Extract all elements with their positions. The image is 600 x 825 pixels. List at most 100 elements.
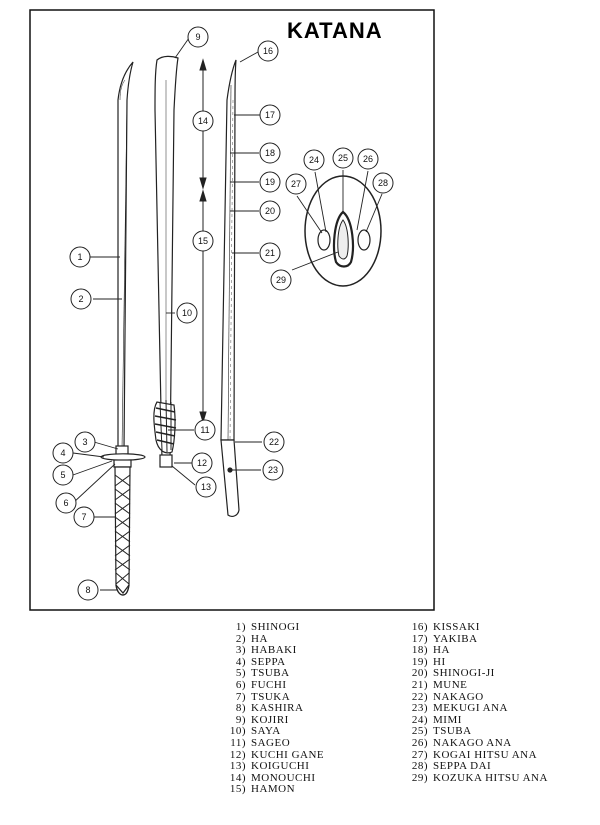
- legend-number: 2): [235, 632, 246, 645]
- legend-item: 16)KISSAKI: [395, 621, 548, 634]
- legend-label: KUCHI GANE: [251, 748, 325, 761]
- callout-circle-20: [259, 200, 281, 222]
- legend-number: 25): [411, 725, 428, 738]
- legend-item: 3)HABAKI: [213, 645, 324, 657]
- legend-number: 13): [229, 760, 246, 773]
- callout-number: 12: [197, 458, 207, 468]
- callout-circle-24: [303, 149, 325, 171]
- legend-label: SAGEO: [251, 736, 291, 749]
- callout-number: 5: [60, 470, 65, 480]
- callout-circle-29: [270, 269, 292, 291]
- legend-number: 24): [411, 713, 428, 726]
- callout-number: 19: [265, 177, 275, 187]
- legend-item: 1) SHINOGI: [213, 621, 324, 634]
- legend-number: 15): [229, 783, 246, 796]
- legend-item: 19)HI: [395, 655, 548, 669]
- callout-circle-5: [52, 464, 74, 486]
- callout-circle-16: [257, 40, 279, 62]
- callout-number: 29: [276, 275, 286, 285]
- callout-number: 20: [265, 206, 275, 216]
- callout-circle-27: [285, 173, 307, 195]
- legend-label: SEPPA DAI: [433, 760, 492, 773]
- callout-number: 26: [363, 154, 373, 164]
- callout-circle-22: [263, 431, 285, 453]
- legend-item: 20)SHINOGI-JI: [395, 668, 548, 680]
- legend-number: 26): [411, 736, 428, 749]
- callout-circle-15: [192, 230, 214, 252]
- legend-number: 23): [411, 702, 428, 715]
- legend-number: 14): [229, 771, 246, 784]
- legend-label: KOGAI HITSU ANA: [433, 748, 538, 761]
- legend-label: SEPPA: [251, 655, 286, 668]
- legend-item: 18)HA: [395, 645, 548, 657]
- legend-item: 13)KOIGUCHI: [213, 761, 324, 773]
- legend-label: TSUBA: [251, 667, 290, 680]
- callout-circle-7: [73, 506, 95, 528]
- callout-number: 18: [265, 148, 275, 158]
- legend-number: 19): [411, 655, 428, 668]
- legend-item: 28) SEPPA DAI: [395, 761, 548, 773]
- callout-circle-10: [176, 302, 198, 324]
- callout-circle-14: [192, 110, 214, 132]
- callout-number: 2: [78, 294, 83, 304]
- legend-label: KOZUKA HITSU ANA: [433, 771, 548, 784]
- legend-label: TSUKA: [251, 690, 291, 703]
- legend-number: 16): [411, 621, 428, 633]
- legend-item: 9)KOJIRI: [213, 713, 324, 727]
- callout-number: 17: [265, 110, 275, 120]
- callout-number: 21: [265, 248, 275, 258]
- legend-item: 8)KASHIRA: [213, 703, 324, 715]
- legend-label: HAMON: [251, 783, 296, 796]
- callout-circle-25: [332, 147, 354, 169]
- callout-number: 1: [77, 252, 82, 262]
- legend-number: 6): [235, 678, 246, 691]
- callout-circle-17: [259, 104, 281, 126]
- bare-blade: [220, 59, 240, 517]
- legend-item: 29) KOZUKA HITSU ANA: [395, 771, 548, 785]
- legend-label: SHINOGI: [251, 621, 300, 633]
- legend-label: NAKAGO ANA: [433, 736, 512, 749]
- legend-number: 1): [235, 621, 246, 633]
- legend-label: MONOUCHI: [251, 771, 316, 784]
- legend-number: 5): [235, 667, 246, 680]
- legend-number: 27): [411, 748, 428, 761]
- legend-number: 20): [411, 667, 428, 680]
- legend-item: 11)SAGEO: [213, 736, 324, 750]
- legend-item: 5) TSUBA: [213, 668, 324, 680]
- katana-with-handle: [100, 61, 146, 596]
- legend-label: MIMI: [433, 713, 462, 726]
- callout-number: 24: [309, 155, 319, 165]
- legend-number: 29): [411, 771, 428, 784]
- legend-number: 28): [411, 760, 428, 773]
- leader-lines: [72, 37, 383, 591]
- callout-circle-12: [191, 452, 213, 474]
- legend-label: MUNE: [433, 678, 468, 691]
- legend-label: KASHIRA: [251, 702, 304, 715]
- callout-circle-1: [69, 246, 91, 268]
- legend-label: HABAKI: [251, 644, 297, 657]
- callout-number: 16: [263, 46, 273, 56]
- legend-item: 22)NAKAGO: [395, 690, 548, 704]
- legend-label: MEKUGI ANA: [433, 702, 508, 715]
- legend-label: SAYA: [251, 725, 281, 738]
- legend-number: 21): [411, 678, 428, 691]
- legend-number: 22): [411, 690, 428, 703]
- legend-item: 7)TSUKA: [213, 690, 324, 704]
- callout-circle-26: [357, 148, 379, 170]
- legend-item: 14) MONOUCHI: [213, 771, 324, 785]
- callout-circle-19: [259, 171, 281, 193]
- callout-circle-13: [195, 476, 217, 498]
- callout-circle-2: [70, 288, 92, 310]
- callout-number: 25: [338, 153, 348, 163]
- diagram-frame: [29, 9, 435, 611]
- legend-item: 17)YAKIBA: [395, 633, 548, 646]
- callout-circle-4: [52, 442, 74, 464]
- legend-item: 6)FUCHI: [213, 678, 324, 692]
- callout-circle-8: [77, 579, 99, 601]
- callout-circle-28: [372, 172, 394, 194]
- callout-number: 4: [60, 448, 65, 458]
- diagram-title: KATANA: [287, 18, 383, 43]
- legend-number: 9): [235, 713, 246, 726]
